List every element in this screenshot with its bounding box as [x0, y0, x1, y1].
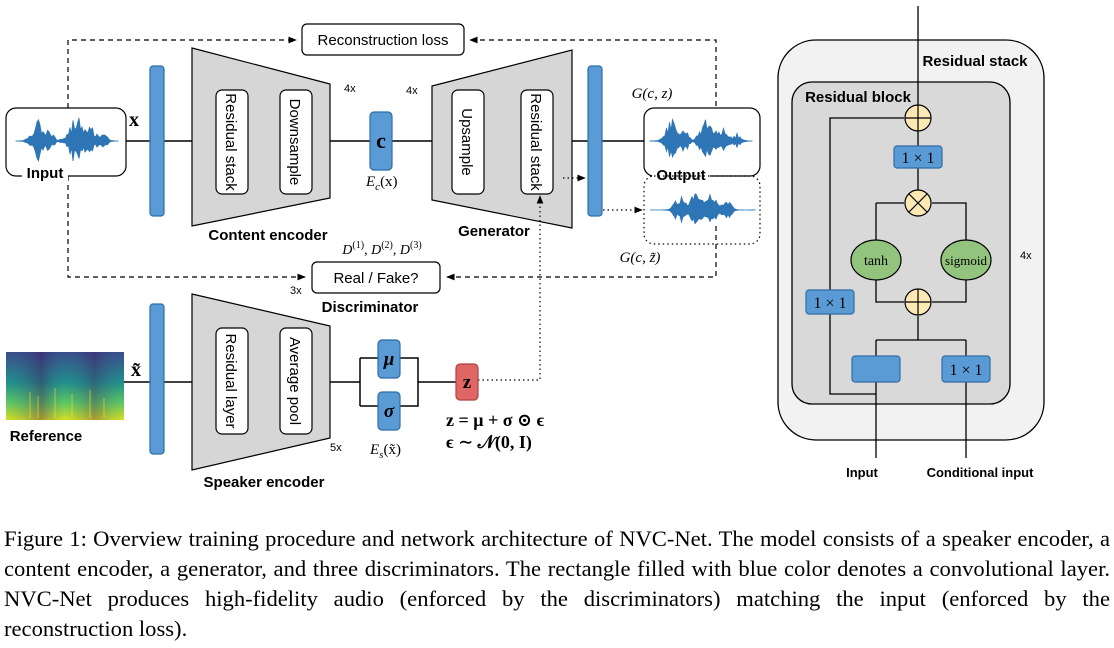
- conv-1x1-condition-label: 1 × 1: [949, 362, 982, 379]
- conv-1x1-skip: [805, 289, 855, 315]
- downsample-box: [279, 89, 313, 195]
- residual-stack-panel: [777, 39, 1045, 441]
- panel-input-label: Input: [846, 465, 878, 480]
- average-pool-box: [279, 327, 313, 435]
- speaker-signal-path: [124, 357, 456, 407]
- conv-layer-input: [149, 65, 165, 217]
- sampling-equation: z = μ + σ ⊙ ϵ: [446, 410, 545, 430]
- conv-layer-output: [587, 65, 603, 217]
- sigmoid-label: sigmoid: [945, 253, 987, 268]
- discriminator-multiplier: 3x: [290, 285, 302, 297]
- mu-box: [377, 339, 401, 379]
- downsample-label: Downsample: [286, 99, 303, 186]
- architecture-diagram: Reconstruction loss Input x Residual sta…: [5, 6, 1045, 491]
- residual-block-title: Residual block: [805, 89, 912, 106]
- z-symbol: z: [463, 372, 472, 393]
- residual-layer-box: [215, 327, 249, 435]
- content-encoder-expression: Ec(x): [365, 174, 398, 193]
- conv-1x1-condition: [941, 355, 991, 383]
- gate-product-node: [904, 189, 932, 217]
- figure-caption: Figure 1: Overview training procedure an…: [4, 526, 1110, 641]
- conv-1x1-skip-label: 1 × 1: [813, 295, 846, 312]
- speaker-encoder-multiplier: 5x: [330, 442, 342, 454]
- reconstruction-loss-box: [301, 23, 465, 56]
- discriminator-expression: D(1), D(2), D(3): [341, 240, 421, 258]
- input-label: Input: [27, 165, 64, 182]
- content-code-box: [369, 111, 393, 171]
- z-box: [455, 363, 479, 401]
- residual-layer-label: Residual layer: [222, 333, 239, 428]
- converted-output-expression: G(c, z̃): [620, 250, 661, 266]
- tanh-node: [850, 239, 902, 281]
- real-fake-label: Real / Fake?: [333, 270, 418, 287]
- reconstruction-loss-paths: [67, 36, 717, 281]
- upsample-box: [451, 89, 485, 195]
- residual-stack-panel-title: Residual stack: [922, 53, 1028, 70]
- conv-layer-speaker: [149, 303, 165, 455]
- conv-1x1-top: [893, 145, 943, 169]
- reference-spectrogram: [6, 352, 124, 420]
- generator-residual-stack-label: Residual stack: [527, 93, 544, 191]
- discriminator-label: Discriminator: [322, 299, 419, 316]
- content-encoder-label: Content encoder: [208, 227, 327, 244]
- output-waveform: Output: [643, 107, 761, 184]
- mu-symbol: μ: [383, 349, 395, 370]
- content-encoder-multiplier: 4x: [344, 83, 356, 95]
- conv-input: [851, 355, 901, 383]
- sigma-symbol: σ: [384, 401, 395, 422]
- upsample-label: Upsample: [458, 108, 475, 176]
- output-expression: G(c, z): [632, 86, 673, 102]
- reconstruction-loss-label: Reconstruction loss: [318, 32, 449, 49]
- sigma-box: [377, 391, 401, 431]
- noise-distribution: ϵ ∼ 𝒩(0, I): [446, 432, 532, 453]
- x-tilde-symbol: x̃: [131, 359, 141, 381]
- generator-multiplier: 4x: [406, 85, 418, 97]
- residual-stack-label: Residual stack: [222, 93, 239, 191]
- speaker-code-paths: [478, 174, 643, 381]
- input-waveform: Input: [5, 107, 127, 182]
- generator-label: Generator: [458, 223, 530, 240]
- conv-1x1-top-label: 1 × 1: [901, 150, 934, 167]
- residual-block-wires: [829, 6, 967, 458]
- conditional-input-label: Conditional input: [927, 465, 1035, 480]
- average-pool-label: Average pool: [286, 337, 303, 425]
- residual-stack-box: [215, 89, 249, 195]
- condition-sum-node: [904, 288, 932, 316]
- converted-waveform: [643, 175, 761, 245]
- generator-residual-stack-box: [520, 89, 554, 195]
- speaker-encoder-label: Speaker encoder: [204, 474, 325, 491]
- real-fake-box: [311, 261, 441, 294]
- content-code-symbol: c: [376, 128, 386, 153]
- tanh-label: tanh: [864, 254, 888, 269]
- sigmoid-node: [940, 239, 992, 281]
- x-symbol: x: [129, 109, 139, 131]
- speaker-encoder-expression: Es(x̃): [369, 442, 401, 461]
- reference-label: Reference: [10, 428, 83, 445]
- residual-sum-node: [904, 104, 932, 132]
- residual-block-multiplier: 4x: [1020, 250, 1032, 262]
